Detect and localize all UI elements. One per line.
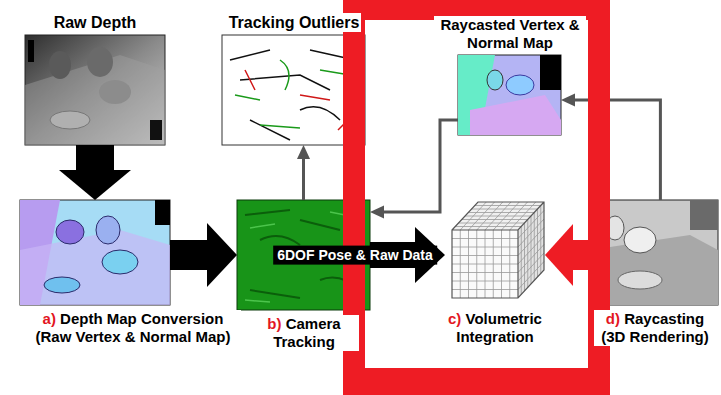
cup-shape (87, 47, 113, 77)
stage-caption: a) Depth Map Conversion (Raw Vertex & No… (26, 310, 241, 346)
plate-shape (44, 277, 80, 293)
arrow-shaft (302, 159, 305, 200)
stage-name: Volumetric Integration (456, 310, 542, 345)
stage-caption: c) Volumetric Integration (435, 310, 555, 346)
image-node: d) Raycasting (3D Rendering) (590, 200, 718, 305)
arrow-head (207, 223, 237, 287)
caption-block: b) Camera Tracking (249, 315, 359, 351)
stage-name: Camera Tracking (273, 315, 341, 350)
outlier-edges (245, 70, 358, 130)
arrow-head (370, 206, 384, 219)
normal-ground (458, 55, 561, 135)
image-node: c) Volumetric Integration (445, 195, 545, 305)
arrow-head (545, 224, 573, 286)
cube-grid (452, 230, 518, 298)
caption-block: Raw Depth (20, 13, 170, 32)
caption-block: a) Depth Map Conversion (Raw Vertex & No… (26, 310, 241, 346)
caption-block: c) Volumetric Integration (435, 310, 555, 346)
cube-front (452, 230, 518, 298)
cube-outline (452, 202, 544, 298)
stage-letter: b) (267, 315, 281, 332)
image-node: Raycasted Vertex & Normal Map (458, 55, 561, 135)
flow-arrow (170, 223, 237, 287)
raw-depth-image (25, 35, 165, 145)
stage-caption: b) Camera Tracking (249, 315, 359, 351)
table-patch (20, 230, 170, 305)
teapot-shape (102, 250, 138, 274)
stage-letter: d) (606, 310, 620, 327)
cup-shape (56, 220, 84, 244)
outlier-edges (235, 60, 350, 128)
image-node: Tracking Outliers (222, 35, 365, 145)
depth-ground (25, 35, 165, 145)
highlight-frame (343, 0, 610, 395)
normal-ground (20, 200, 170, 305)
image-title: Raw Depth (52, 13, 139, 32)
raycast-normal-image (458, 55, 561, 135)
cup-shape (96, 216, 120, 244)
plate-shape (618, 271, 662, 289)
arrow-head (561, 94, 575, 107)
flow-arrow (59, 145, 131, 200)
teapot-shape (99, 80, 131, 104)
cube-grid (518, 206, 544, 295)
arrow-shaft (575, 100, 660, 200)
stage-caption: d) Raycasting (3D Rendering) (594, 310, 716, 346)
depth-hole (150, 120, 162, 140)
empty-patch (155, 200, 170, 225)
outlier-edges (230, 50, 355, 140)
teapot-shape (506, 75, 534, 95)
teapot-shape (624, 227, 656, 253)
cup-shape (49, 51, 71, 79)
edge-label: 6DOF Pose & Raw Data (273, 246, 437, 265)
arrow-shaft (573, 240, 590, 270)
arrow-head (297, 145, 310, 159)
image-title: Raycasted Vertex & Normal Map (434, 16, 586, 52)
flow-arrow (545, 224, 590, 286)
arrow-shaft (384, 120, 458, 212)
volume-cube (452, 202, 544, 298)
empty-patch (540, 55, 561, 90)
stage-name: Depth Map Conversion (Raw Vertex & Norma… (35, 310, 230, 345)
image-node: a) Depth Map Conversion (Raw Vertex & No… (20, 200, 170, 305)
flow-arrow (297, 145, 310, 200)
normal-map-image (20, 200, 170, 305)
flow-arrow (370, 120, 458, 219)
arrow-shaft (76, 145, 114, 170)
arrow-head (59, 170, 131, 200)
cup-shape (487, 70, 503, 90)
caption-block: Tracking Outliers (214, 13, 374, 32)
plate-shape (50, 111, 90, 129)
stage-letter: c) (448, 310, 461, 327)
image-title: Tracking Outliers (227, 13, 362, 32)
arrow-shaft (170, 240, 207, 270)
image-node: Raw Depth (25, 35, 165, 145)
stage-letter: a) (43, 310, 56, 327)
flow-arrow (561, 94, 660, 201)
wall-patch (690, 200, 718, 230)
caption-block: Raycasted Vertex & Normal Map (434, 16, 586, 52)
table-patch (470, 95, 561, 135)
caption-block: d) Raycasting (3D Rendering) (594, 310, 716, 346)
depth-hole (28, 40, 34, 62)
